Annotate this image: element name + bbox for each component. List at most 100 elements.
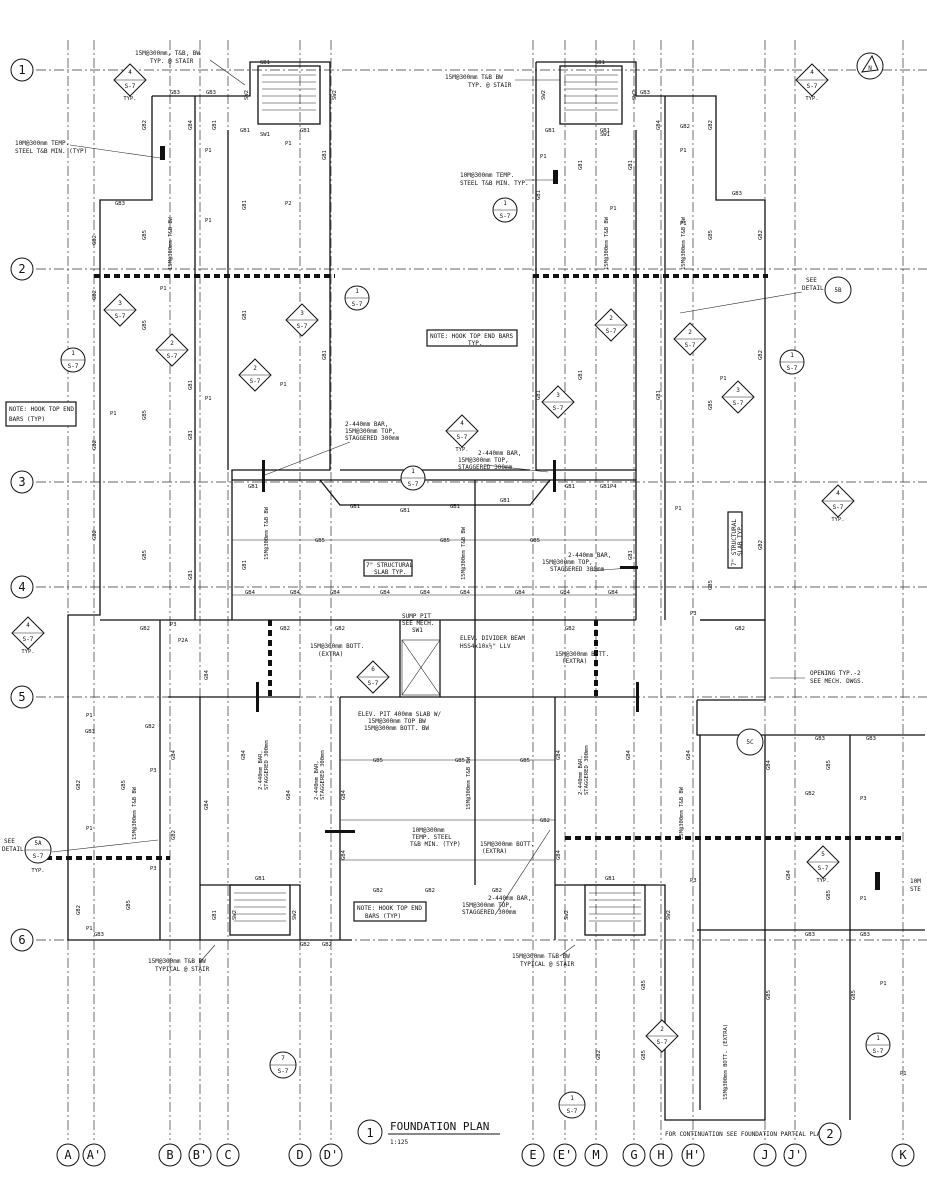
svg-text:GB1: GB1 (188, 430, 194, 440)
svg-text:A': A' (87, 1148, 101, 1162)
svg-text:(EXTRA): (EXTRA) (318, 651, 343, 658)
svg-text:2-440mm BAR,: 2-440mm BAR, (258, 750, 264, 790)
svg-text:7" STRUCTURAL: 7" STRUCTURAL (731, 519, 738, 566)
svg-text:GB4: GB4 (245, 590, 256, 596)
column-grid-bubbles: A A' B B' C D D' E E' M G H H' J J' K (56, 1143, 915, 1167)
detail-bubble-4-right-row3: 4 S-7 TYP. (821, 484, 855, 523)
col-bubble-A: A (56, 1143, 80, 1167)
svg-text:GB5: GB5 (530, 538, 540, 544)
svg-text:E': E' (558, 1148, 572, 1162)
col-bubble-K: K (891, 1143, 915, 1167)
svg-text:P3: P3 (860, 796, 867, 802)
svg-text:5: 5 (18, 690, 25, 704)
detail-bubble-1-upper: 1 S-7 (492, 197, 518, 223)
svg-text:GB2: GB2 (171, 830, 177, 840)
svg-text:GB1: GB1 (242, 310, 248, 320)
svg-text:GB2: GB2 (680, 124, 690, 130)
svg-text:GB4: GB4 (290, 590, 301, 596)
svg-text:(EXTRA): (EXTRA) (482, 848, 507, 855)
svg-text:STAGGERED 300mm: STAGGERED 300mm (320, 750, 326, 800)
svg-text:N: N (868, 65, 872, 72)
svg-text:S-7: S-7 (553, 405, 564, 412)
svg-text:GB1: GB1 (240, 128, 250, 134)
svg-text:GB1: GB1 (595, 60, 605, 66)
svg-text:SW2: SW2 (232, 910, 238, 920)
svg-text:3: 3 (736, 387, 740, 394)
svg-text:STAGGERED 300mm: STAGGERED 300mm (550, 566, 605, 573)
rebar-heavy-marks (160, 146, 880, 890)
svg-text:GB1: GB1 (450, 504, 460, 510)
svg-text:15M@300mm T&B BW: 15M@300mm T&B BW (264, 506, 270, 560)
svg-text:GB4: GB4 (686, 749, 692, 760)
svg-text:GB5: GB5 (455, 758, 465, 764)
svg-text:15M@300mm BOTT. (EXTRA): 15M@300mm BOTT. (EXTRA) (723, 1024, 729, 1100)
detail-bubble-2-bottom: 2 S-7 (645, 1019, 679, 1053)
svg-text:GB2: GB2 (300, 942, 310, 948)
svg-text:TYP.: TYP. (831, 517, 844, 523)
svg-text:GB3: GB3 (805, 932, 815, 938)
svg-text:STAGGERED 300mm: STAGGERED 300mm (264, 740, 270, 790)
svg-text:10M@300mm TEMP.: 10M@300mm TEMP. (15, 140, 69, 147)
svg-text:SW2: SW2 (541, 90, 547, 100)
svg-text:P1: P1 (610, 206, 617, 212)
svg-text:GB2: GB2 (92, 440, 98, 450)
svg-text:GB1: GB1 (536, 190, 542, 200)
svg-text:GB1: GB1 (322, 150, 328, 160)
svg-text:10M@300mm TEMP.: 10M@300mm TEMP. (460, 172, 514, 179)
svg-text:2: 2 (688, 329, 692, 336)
svg-text:DETAIL: DETAIL (802, 285, 824, 292)
svg-text:GB1: GB1 (545, 128, 555, 134)
svg-text:S-7: S-7 (368, 680, 379, 687)
svg-text:GB1: GB1 (628, 550, 634, 560)
row-bubble-4: 4 (10, 575, 34, 599)
svg-text:GB1: GB1 (322, 350, 328, 360)
svg-text:S-7: S-7 (33, 853, 44, 860)
svg-text:4: 4 (18, 580, 25, 594)
col-bubble-C: C (216, 1143, 240, 1167)
svg-text:GB3: GB3 (732, 191, 742, 197)
svg-text:15M@300mm T&B BW: 15M@300mm T&B BW (132, 786, 138, 840)
col-bubble-E-prime: E' (553, 1143, 577, 1167)
svg-text:1: 1 (355, 288, 359, 295)
svg-text:2: 2 (826, 1127, 833, 1141)
detail-bubble-3-left: 3 S-7 (103, 293, 137, 327)
svg-text:GB2: GB2 (92, 530, 98, 540)
svg-text:GB1: GB1 (300, 128, 310, 134)
svg-text:P1: P1 (675, 506, 682, 512)
svg-text:C: C (224, 1148, 231, 1162)
svg-text:GB4: GB4 (380, 590, 391, 596)
svg-text:TYPICAL @ STAIR: TYPICAL @ STAIR (520, 961, 575, 968)
svg-text:P1: P1 (110, 411, 117, 417)
svg-text:1: 1 (570, 1095, 574, 1102)
svg-text:H: H (657, 1148, 664, 1162)
detail-bubble-1-left: 1 S-7 (60, 347, 86, 373)
svg-text:STE: STE (910, 886, 921, 893)
svg-text:S-7: S-7 (818, 865, 829, 872)
svg-text:GB5: GB5 (641, 1050, 647, 1060)
col-bubble-H: H (649, 1143, 673, 1167)
svg-text:GB1: GB1 (212, 910, 218, 920)
svg-text:15M@300mm T&B BW: 15M@300mm T&B BW (461, 526, 467, 580)
svg-text:P4: P4 (610, 484, 617, 490)
svg-text:GB4: GB4 (341, 789, 347, 800)
svg-text:SW2: SW2 (564, 910, 570, 920)
svg-text:1: 1 (71, 350, 75, 357)
svg-text:GB2: GB2 (758, 540, 764, 550)
svg-text:GB3: GB3 (640, 90, 650, 96)
svg-text:15M@300mm, T&B, BW: 15M@300mm, T&B, BW (135, 50, 200, 57)
svg-text:1: 1 (790, 352, 794, 359)
svg-text:15M@300mm BOTT. BW: 15M@300mm BOTT. BW (364, 725, 429, 732)
detail-bubble-2-left: 2 S-7 (155, 333, 189, 367)
svg-text:5: 5 (821, 851, 825, 858)
svg-text:S-7: S-7 (408, 481, 419, 488)
svg-text:P1: P1 (680, 148, 687, 154)
detail-bubble-4-left-row4: 4 S-7 TYP. (11, 616, 45, 655)
detail-bubble-1-center: 1 S-7 (400, 465, 426, 491)
svg-text:GB1: GB1 (500, 498, 510, 504)
col-bubble-J-prime: J' (783, 1143, 807, 1167)
svg-text:2: 2 (18, 262, 25, 276)
row-bubble-6: 6 (10, 928, 34, 952)
svg-text:S-7: S-7 (685, 342, 696, 349)
leader-lines (51, 59, 805, 963)
svg-text:2-440mm BAR,: 2-440mm BAR, (478, 450, 521, 457)
